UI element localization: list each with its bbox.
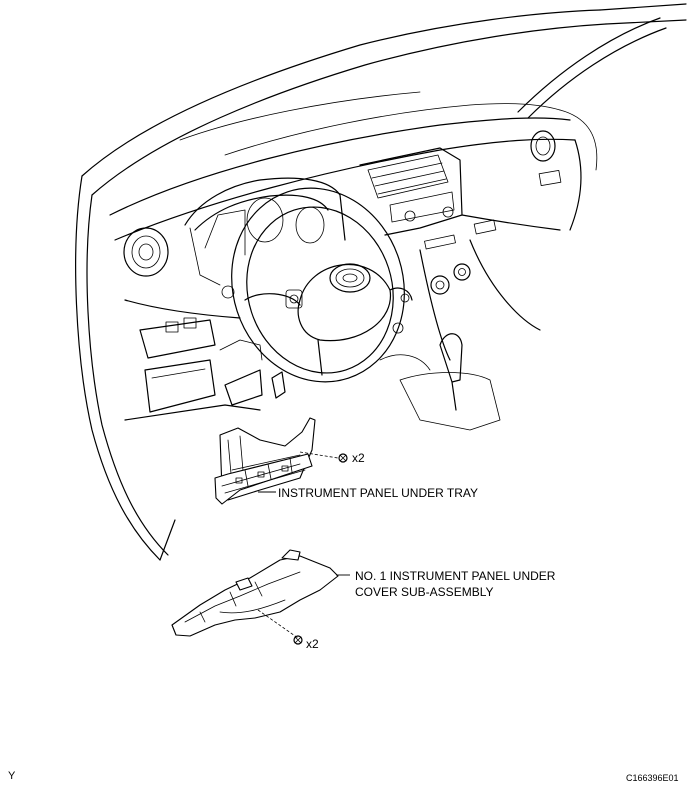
label-instrument-panel-under-tray: INSTRUMENT PANEL UNDER TRAY bbox=[278, 486, 479, 500]
qty-tray-screws: x2 bbox=[352, 451, 365, 465]
figure-code: C166396E01 bbox=[626, 773, 679, 783]
label-under-cover-line1: NO. 1 INSTRUMENT PANEL UNDER bbox=[355, 569, 556, 583]
dashboard-drawing bbox=[75, 3, 687, 561]
under-tray-part bbox=[214, 417, 348, 505]
under-cover-part bbox=[171, 549, 350, 645]
label-under-cover-line2: COVER SUB-ASSEMBLY bbox=[355, 585, 494, 599]
qty-cover-screws: x2 bbox=[306, 637, 319, 651]
corner-letter: Y bbox=[8, 770, 16, 782]
